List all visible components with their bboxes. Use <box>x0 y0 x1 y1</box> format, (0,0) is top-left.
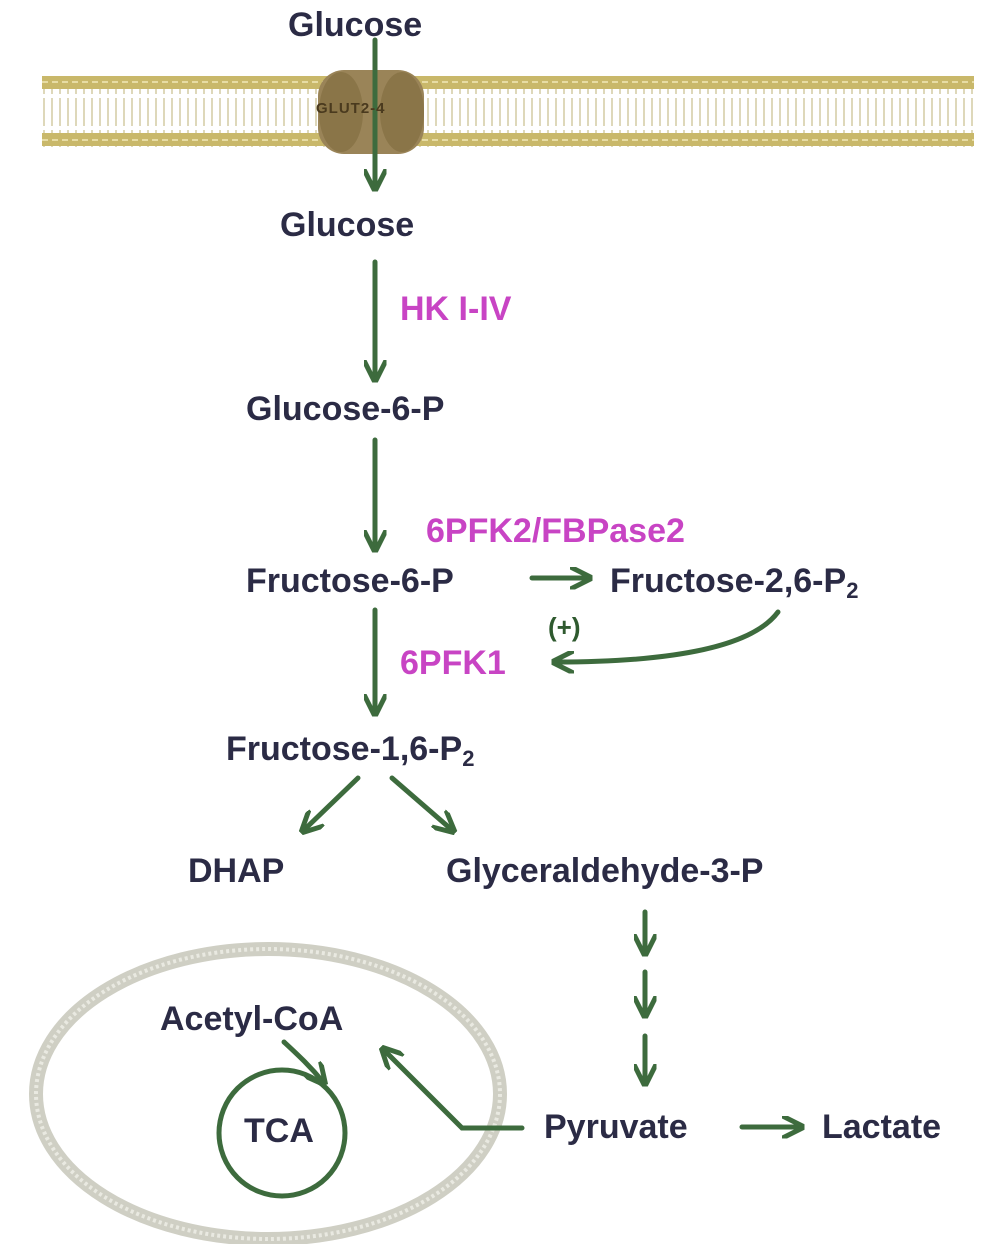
arrow-f16p2-to-g3p <box>389 775 452 830</box>
enzyme-hexokinase: HK I-IV <box>400 290 512 328</box>
glut-label: GLUT2-4 <box>316 100 386 117</box>
glucose-extracellular: Glucose <box>288 6 423 44</box>
arrow-pyruvate-to-acetylcoa <box>384 1050 525 1131</box>
acetyl-coa: Acetyl-CoA <box>160 1000 344 1038</box>
pyruvate: Pyruvate <box>544 1108 688 1146</box>
cell-membrane <box>42 76 974 147</box>
tca-cycle-circle <box>216 1067 348 1199</box>
dhap: DHAP <box>188 852 285 890</box>
fructose-6-phosphate: Fructose-6-P <box>246 562 454 600</box>
lactate: Lactate <box>822 1108 942 1146</box>
arrow-acetylcoa-to-tca <box>281 1039 323 1082</box>
tca-label: TCA <box>244 1112 314 1150</box>
glut-transporter <box>318 70 424 154</box>
arrow-f26p2-activates-pfk1 <box>556 609 781 662</box>
enzyme-pfk1: 6PFK1 <box>400 644 506 682</box>
fructose-1-6-bisphosphate: Fructose-1,6-P2 <box>226 730 475 771</box>
activation-sign: (+) <box>548 612 581 642</box>
glucose-intracellular: Glucose <box>280 206 415 244</box>
glucose-6-phosphate: Glucose-6-P <box>246 390 445 428</box>
mitochondrion <box>29 942 507 1244</box>
enzyme-pfk2-fbpase2: 6PFK2/FBPase2 <box>426 512 685 550</box>
arrow-f16p2-to-dhap <box>304 775 361 830</box>
glyceraldehyde-3-phosphate: Glyceraldehyde-3-P <box>446 852 764 890</box>
fructose-2-6-bisphosphate: Fructose-2,6-P2 <box>610 562 859 603</box>
